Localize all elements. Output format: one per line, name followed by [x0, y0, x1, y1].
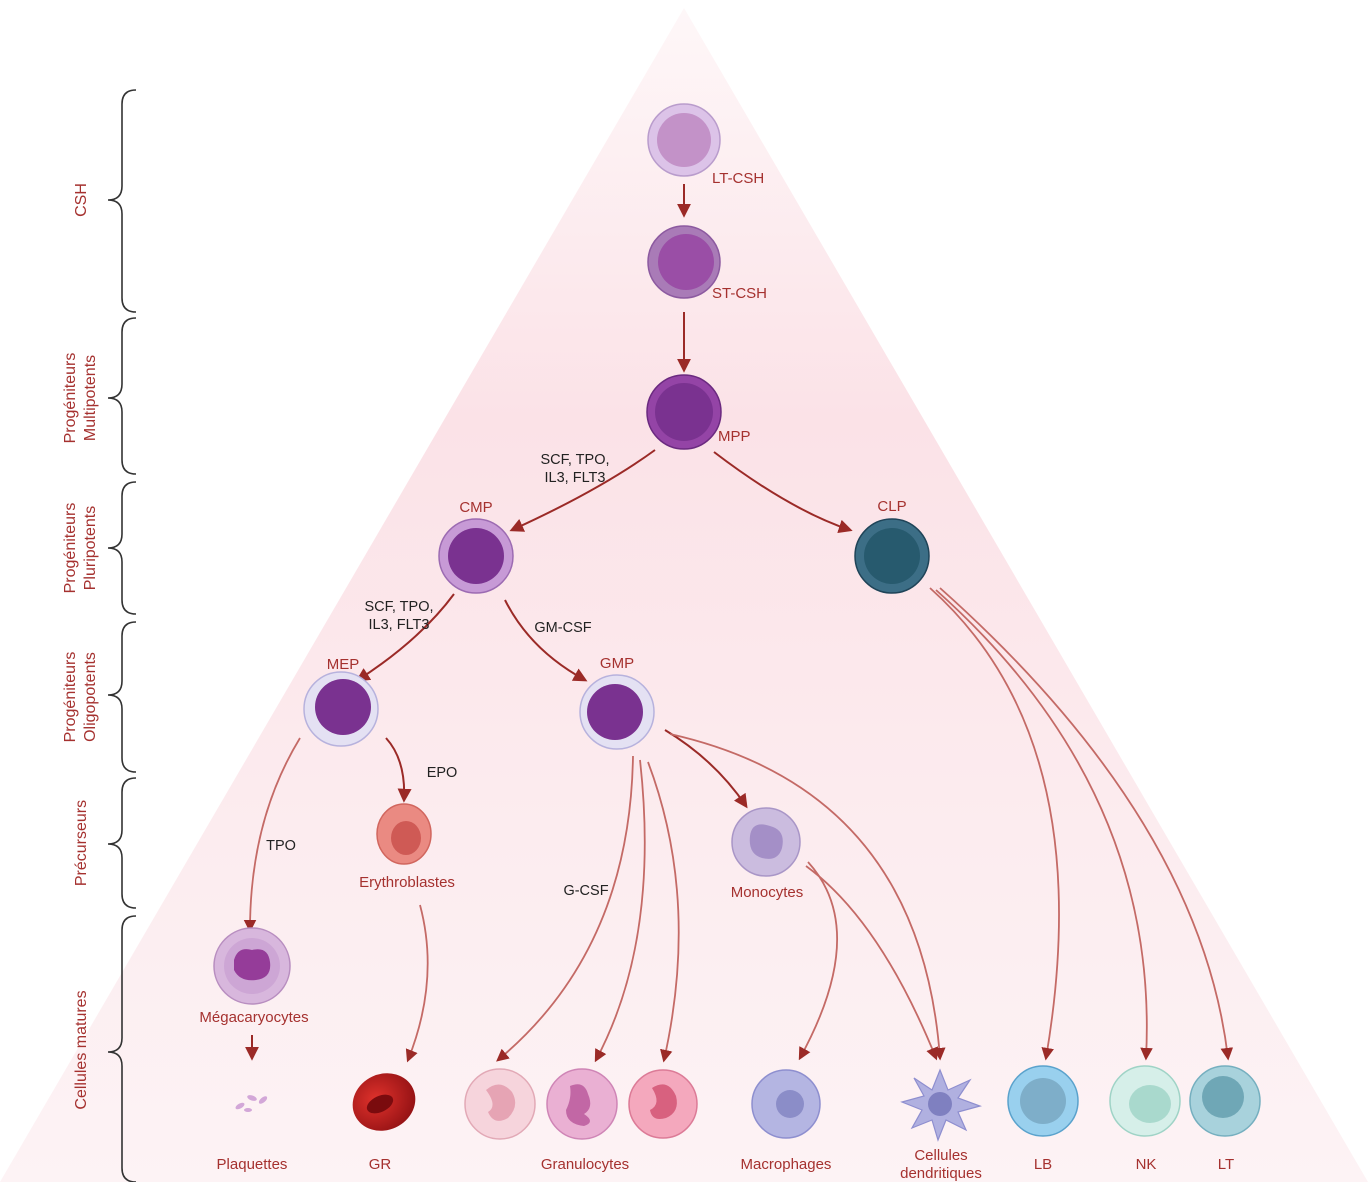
factor-gmp-gran: G-CSF	[563, 883, 608, 899]
label-lb: LB	[1034, 1156, 1052, 1173]
factor-cmp-mep: SCF, TPO,IL3, FLT3	[364, 599, 433, 633]
label-macrophages: Macrophages	[741, 1156, 832, 1173]
label-nk: NK	[1136, 1156, 1157, 1173]
cell-cmp	[438, 518, 514, 594]
label-megakaryocytes: Mégacaryocytes	[199, 1009, 308, 1026]
cell-platelets	[235, 1095, 268, 1112]
cell-lt-csh	[647, 103, 721, 177]
cell-red-blood-cell	[352, 1073, 416, 1131]
cell-granulocyte-2	[546, 1068, 618, 1140]
cell-labels: LT-CSH ST-CSH MPP CMP CLP MEP GMP Erythr…	[199, 170, 1234, 1182]
cell-st-csh	[647, 225, 721, 299]
label-clp: CLP	[877, 498, 906, 515]
cell-monocyte	[731, 807, 801, 877]
cell-lt	[1189, 1065, 1261, 1137]
cell-erythroblast	[376, 803, 432, 865]
factor-mep-ery: EPO	[427, 765, 458, 781]
factor-mep-mk: TPO	[266, 838, 296, 854]
label-st-csh: ST-CSH	[712, 285, 767, 302]
factor-mpp-cmp: SCF, TPO,IL3, FLT3	[540, 452, 609, 486]
label-lt: LT	[1218, 1156, 1234, 1173]
label-granulocytes: Granulocytes	[541, 1156, 629, 1173]
cell-mpp	[646, 374, 722, 450]
label-monocytes: Monocytes	[731, 884, 804, 901]
stage-braces	[107, 89, 137, 1182]
stage-label-mature: Cellules matures	[73, 990, 90, 1109]
cell-gmp	[579, 674, 655, 750]
hierarchy-triangle	[0, 8, 1368, 1182]
factor-cmp-gmp: GM-CSF	[534, 620, 591, 636]
factor-labels: SCF, TPO,IL3, FLT3 SCF, TPO,IL3, FLT3 GM…	[266, 452, 609, 899]
cell-nk	[1109, 1065, 1181, 1137]
label-lt-csh: LT-CSH	[712, 170, 764, 187]
cell-megakaryocyte	[213, 927, 291, 1005]
cell-mep	[303, 671, 379, 747]
lineage-arrows	[243, 184, 1234, 1063]
cell-granulocyte-3	[628, 1069, 698, 1139]
stage-label-hsc: CSH	[73, 183, 90, 217]
label-cmp: CMP	[459, 499, 492, 516]
cell-granulocyte-1	[464, 1068, 536, 1140]
cell-lb	[1007, 1065, 1079, 1137]
label-platelets: Plaquettes	[217, 1156, 288, 1173]
label-rbc: GR	[369, 1156, 392, 1173]
label-mpp: MPP	[718, 428, 751, 445]
cell-dendritic	[900, 1068, 982, 1142]
stage-label-precursors: Précurseurs	[73, 800, 90, 886]
label-erythroblasts: Erythroblastes	[359, 874, 455, 891]
cell-clp	[854, 518, 930, 594]
label-gmp: GMP	[600, 655, 634, 672]
label-mep: MEP	[327, 656, 360, 673]
cell-macrophage	[751, 1069, 821, 1139]
